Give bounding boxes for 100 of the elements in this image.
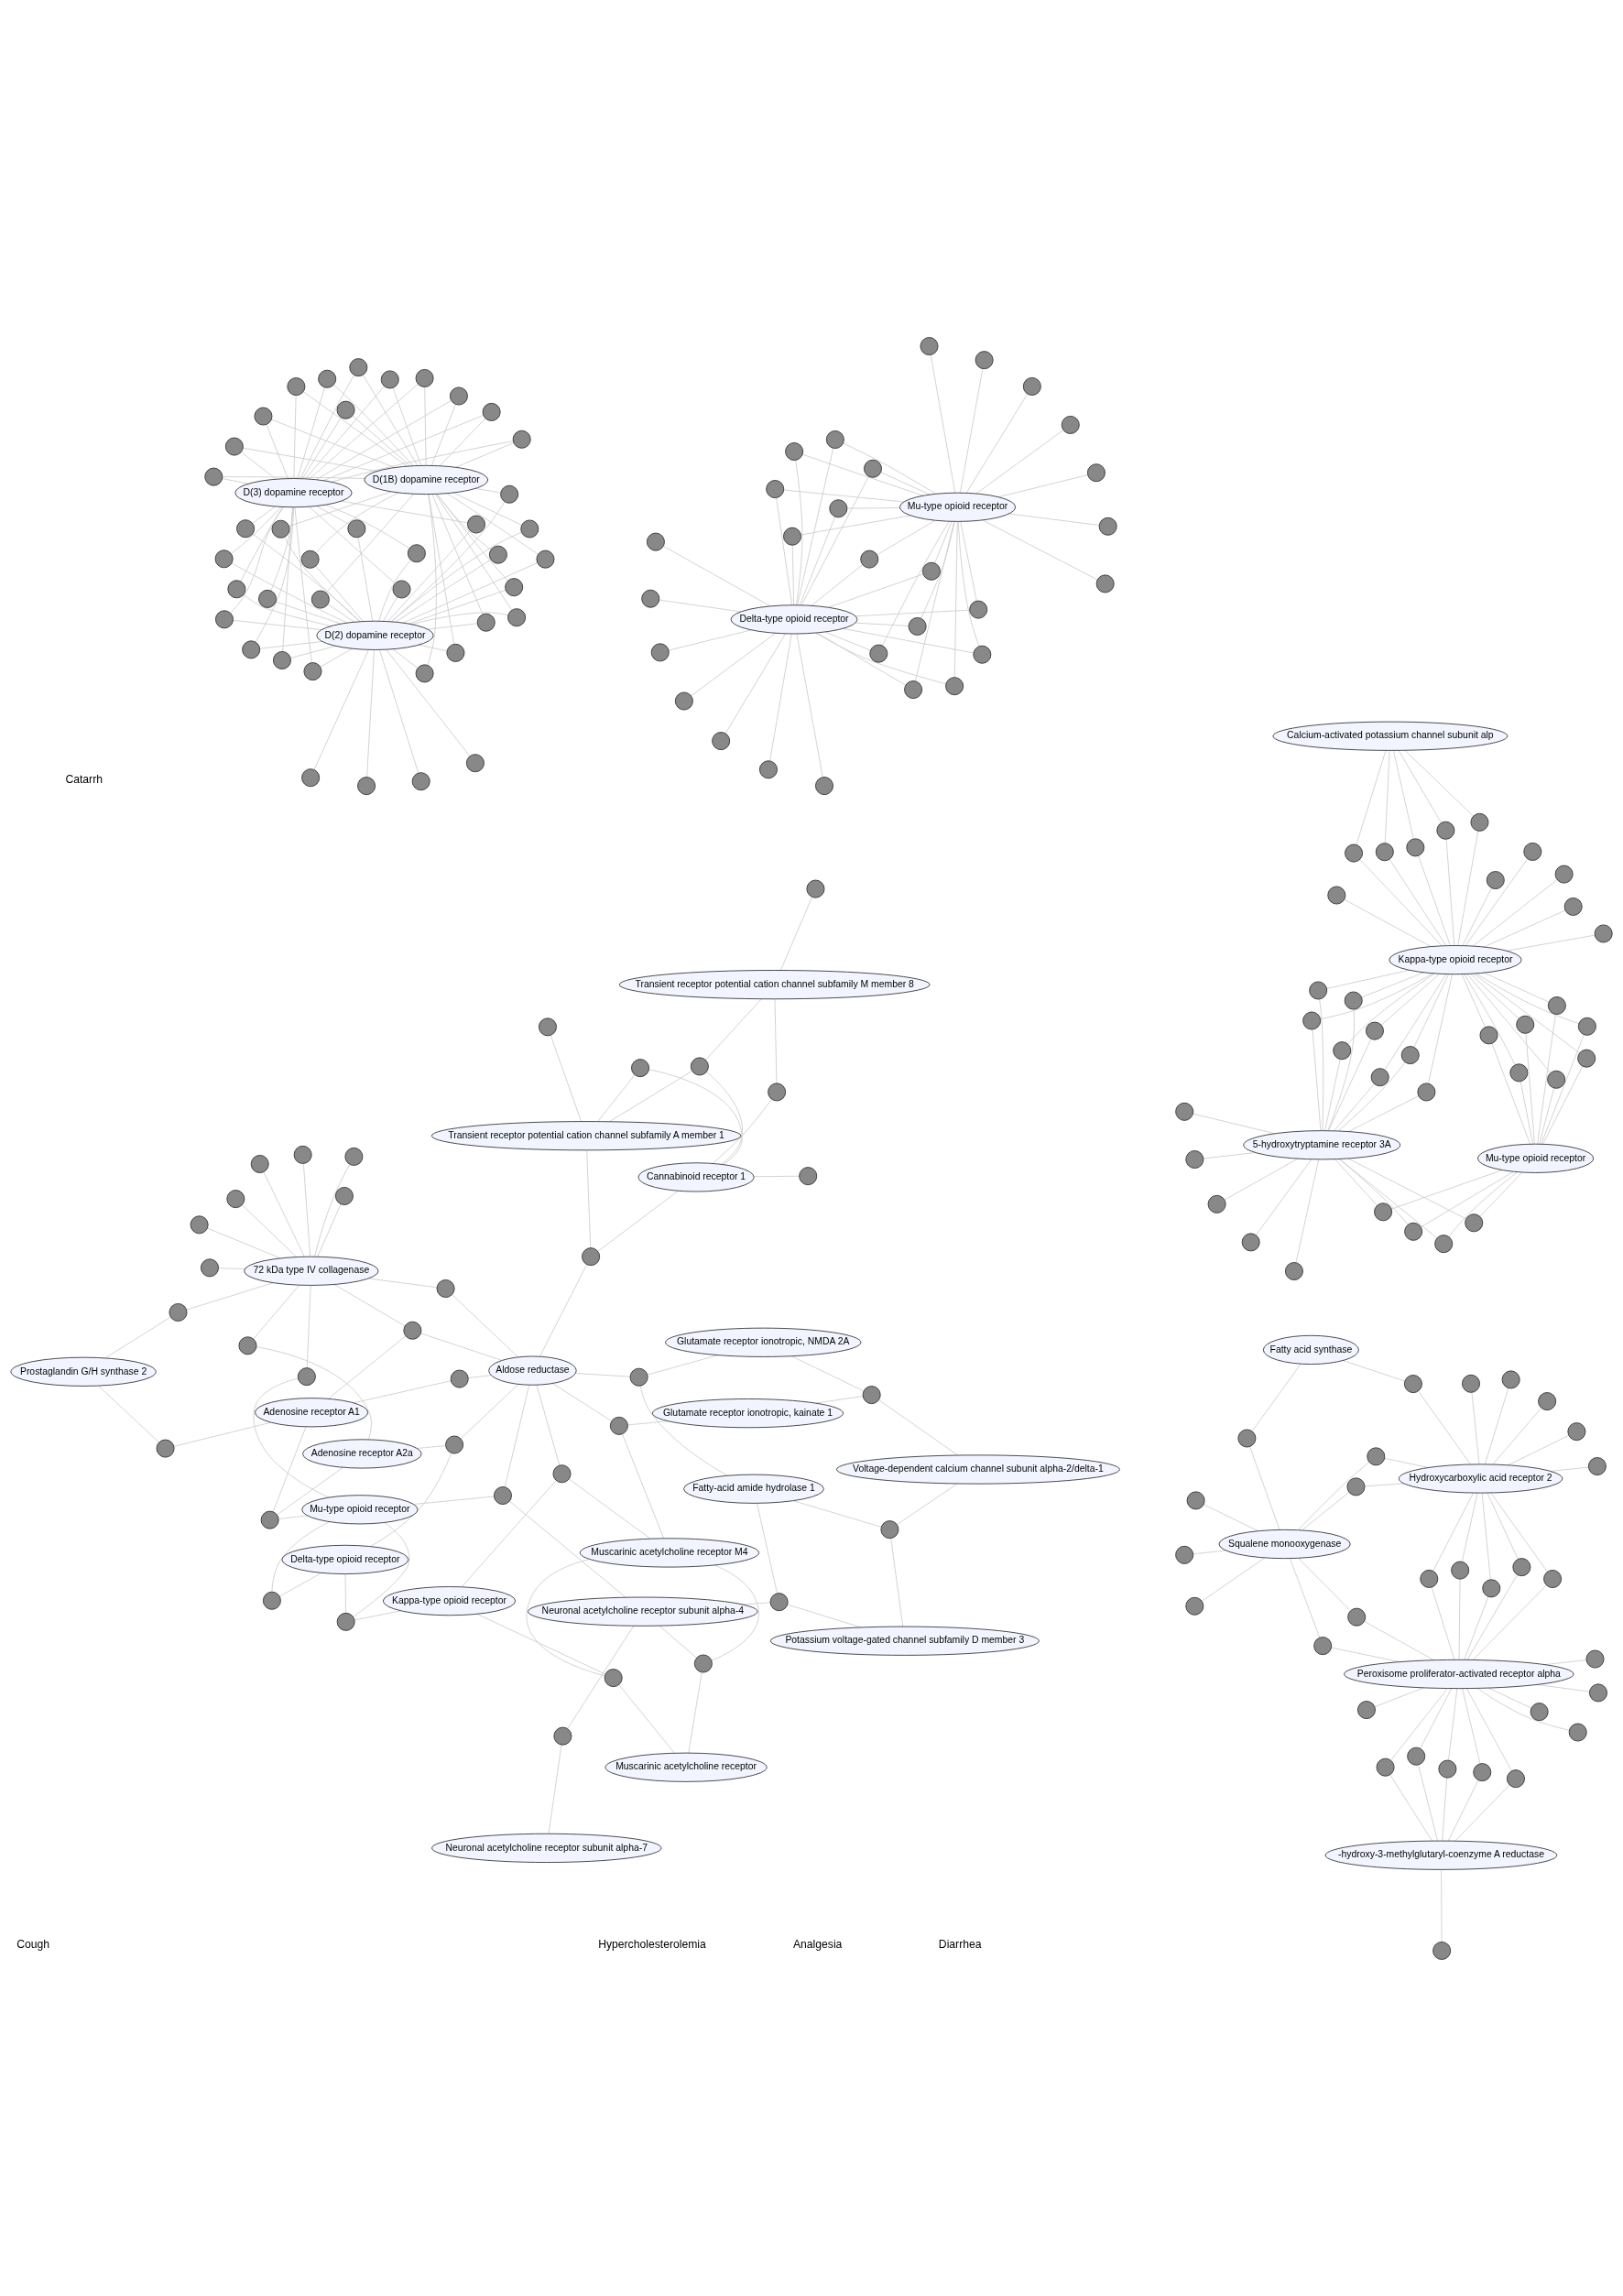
connector [476, 1613, 606, 1674]
connector [243, 593, 332, 626]
connector [724, 633, 787, 734]
connector [648, 1068, 743, 1165]
connector [1338, 1158, 1409, 1225]
connector [1347, 1158, 1466, 1219]
connector [378, 559, 411, 622]
connector [325, 504, 410, 549]
node-circle [258, 589, 277, 608]
connector [1224, 1158, 1299, 1200]
node-circle [1185, 1596, 1204, 1616]
connector [1461, 973, 1487, 1028]
connector [241, 451, 277, 479]
connector [1249, 1445, 1280, 1530]
connector [328, 1334, 407, 1398]
node-ellipse: Glutamate receptor ionotropic, kainate 1 [651, 1398, 844, 1428]
connector [230, 506, 284, 614]
connector [1389, 1773, 1432, 1841]
node-ellipse: Mu-type opioid receptor [1477, 1143, 1595, 1173]
connector [1448, 1170, 1519, 1237]
connector [1404, 749, 1474, 817]
node-circle [190, 1214, 209, 1234]
node-circle [227, 579, 246, 598]
node-circle [536, 550, 555, 569]
node-ellipse: Kappa-type opioid receptor [1389, 944, 1522, 974]
node-circle [1589, 1682, 1607, 1702]
node-circle [293, 1145, 312, 1164]
connector [306, 1284, 311, 1368]
label: Catarrh [65, 772, 103, 786]
connector [341, 500, 468, 523]
connector [998, 473, 1088, 497]
connector [960, 520, 977, 602]
connector [1539, 1087, 1555, 1145]
node-ellipse: Fatty acid synthase [1262, 1334, 1359, 1365]
node-circle [1577, 1049, 1596, 1068]
label: Hypercholesterolemia [598, 1937, 706, 1951]
connector [1428, 974, 1453, 1083]
connector [1470, 973, 1520, 1019]
connector [824, 631, 871, 650]
connector [439, 418, 486, 466]
connector [1466, 1687, 1512, 1771]
connector [688, 1671, 703, 1753]
connector [427, 493, 437, 666]
node-circle [1186, 1490, 1205, 1509]
connector [1492, 1407, 1542, 1464]
connector [597, 1190, 679, 1252]
connector [1481, 1492, 1491, 1580]
connector [428, 493, 455, 645]
connector [1256, 1159, 1313, 1235]
connector [769, 633, 792, 761]
connector [379, 648, 419, 773]
node-circle [242, 639, 261, 658]
node-circle [904, 680, 923, 699]
connector [1487, 1492, 1519, 1560]
connector [1324, 1058, 1341, 1131]
connector [1413, 974, 1449, 1048]
node-circle [1432, 1941, 1452, 1960]
node-circle [1400, 1045, 1420, 1064]
node-ellipse: Hydroxycarboxylic acid receptor 2 [1398, 1463, 1563, 1494]
node-ellipse: Mu-type opioid receptor [301, 1494, 419, 1524]
connector [266, 423, 289, 479]
connector [536, 1384, 561, 1465]
node-ellipse: Voltage-dependent calcium channel subunit alpha-2/delta-1 [836, 1453, 1120, 1485]
connector [1490, 1492, 1548, 1572]
connector [957, 520, 980, 647]
node-ellipse: Glutamate receptor ionotropic, NMDA 2A [665, 1327, 862, 1357]
connector [370, 1452, 452, 1547]
connector [271, 1520, 330, 1592]
connector [173, 1421, 272, 1447]
label: Cough [16, 1937, 49, 1951]
connector [255, 506, 294, 642]
connector [302, 390, 408, 466]
connector [383, 595, 398, 622]
connector [1312, 1028, 1322, 1131]
node-circle [1345, 843, 1364, 863]
node-circle [650, 642, 670, 661]
connector [333, 384, 414, 466]
node-circle [500, 484, 519, 504]
node-circle [1367, 1446, 1386, 1465]
connector [1420, 1687, 1452, 1749]
connector [1361, 971, 1424, 997]
node-circle [1061, 415, 1080, 434]
connector [1334, 1083, 1375, 1131]
connector [279, 1572, 322, 1596]
connector [344, 1572, 346, 1614]
connector [1445, 838, 1455, 946]
connector [436, 493, 508, 581]
connector [1479, 1171, 1523, 1217]
node-circle [825, 430, 844, 449]
connector [1390, 1687, 1448, 1760]
connector [301, 417, 342, 479]
node-circle [411, 771, 430, 790]
connector [252, 506, 276, 524]
connector [104, 1316, 171, 1358]
connector [411, 611, 509, 625]
connector [455, 441, 515, 468]
node-circle [1547, 1070, 1566, 1089]
node-circle [1417, 1082, 1436, 1101]
node-circle [1346, 1476, 1366, 1496]
connector [242, 447, 377, 472]
